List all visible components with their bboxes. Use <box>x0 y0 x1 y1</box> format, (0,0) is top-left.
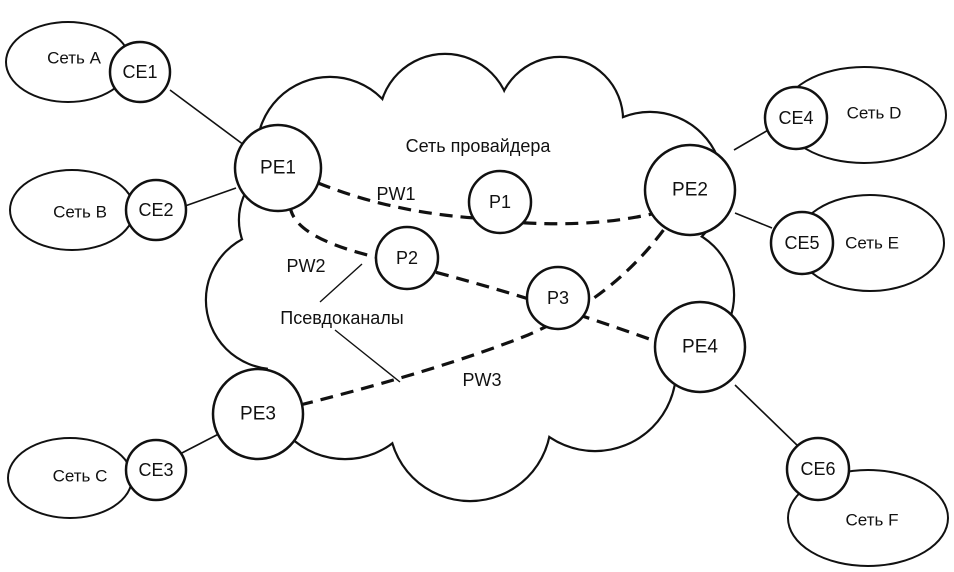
p1-node: P1 <box>467 169 533 235</box>
provider-network-label: Сеть провайдера <box>406 136 552 156</box>
pe4-node: PE4 <box>653 300 747 394</box>
svg-text:CE3: CE3 <box>138 460 173 480</box>
pw3-label: PW3 <box>462 370 501 390</box>
p2-node: P2 <box>374 225 440 291</box>
pe2-node: PE2 <box>643 143 737 237</box>
svg-text:CE5: CE5 <box>784 233 819 253</box>
svg-text:PE2: PE2 <box>672 180 708 201</box>
network-e-label: Сеть E <box>845 234 899 253</box>
pseudowire-pointers <box>319 263 401 383</box>
svg-text:PE4: PE4 <box>682 337 718 358</box>
pw1-path <box>317 181 661 226</box>
svg-text:CE1: CE1 <box>122 62 157 82</box>
network-a-label: Сеть A <box>47 49 102 68</box>
svg-text:CE4: CE4 <box>778 108 813 128</box>
pw1-label: PW1 <box>376 184 415 204</box>
network-f-label: Сеть F <box>846 511 899 530</box>
ce3-node: CE3 <box>124 438 188 502</box>
svg-text:P1: P1 <box>489 192 511 212</box>
ce4-node: CE4 <box>763 85 829 151</box>
p3-node: P3 <box>525 265 591 331</box>
pw3-path <box>299 217 674 407</box>
svg-text:PE1: PE1 <box>260 158 296 179</box>
network-c-label: Сеть C <box>53 467 108 486</box>
network-b-label: Сеть B <box>53 203 107 222</box>
svg-text:P3: P3 <box>547 288 569 308</box>
ce2-node: CE2 <box>124 178 188 242</box>
svg-text:PE3: PE3 <box>240 404 276 425</box>
ce1-node: CE1 <box>108 40 172 104</box>
ce6-node: CE6 <box>785 436 851 502</box>
pseudowires-label: Псевдоканалы <box>280 308 404 328</box>
ce5-node: CE5 <box>769 210 835 276</box>
pe1-node: PE1 <box>233 123 323 213</box>
svg-text:P2: P2 <box>396 248 418 268</box>
svg-text:CE2: CE2 <box>138 200 173 220</box>
pe3-node: PE3 <box>211 367 305 461</box>
svg-text:CE6: CE6 <box>800 459 835 479</box>
network-d-label: Сеть D <box>847 104 902 123</box>
pw2-label: PW2 <box>286 256 325 276</box>
